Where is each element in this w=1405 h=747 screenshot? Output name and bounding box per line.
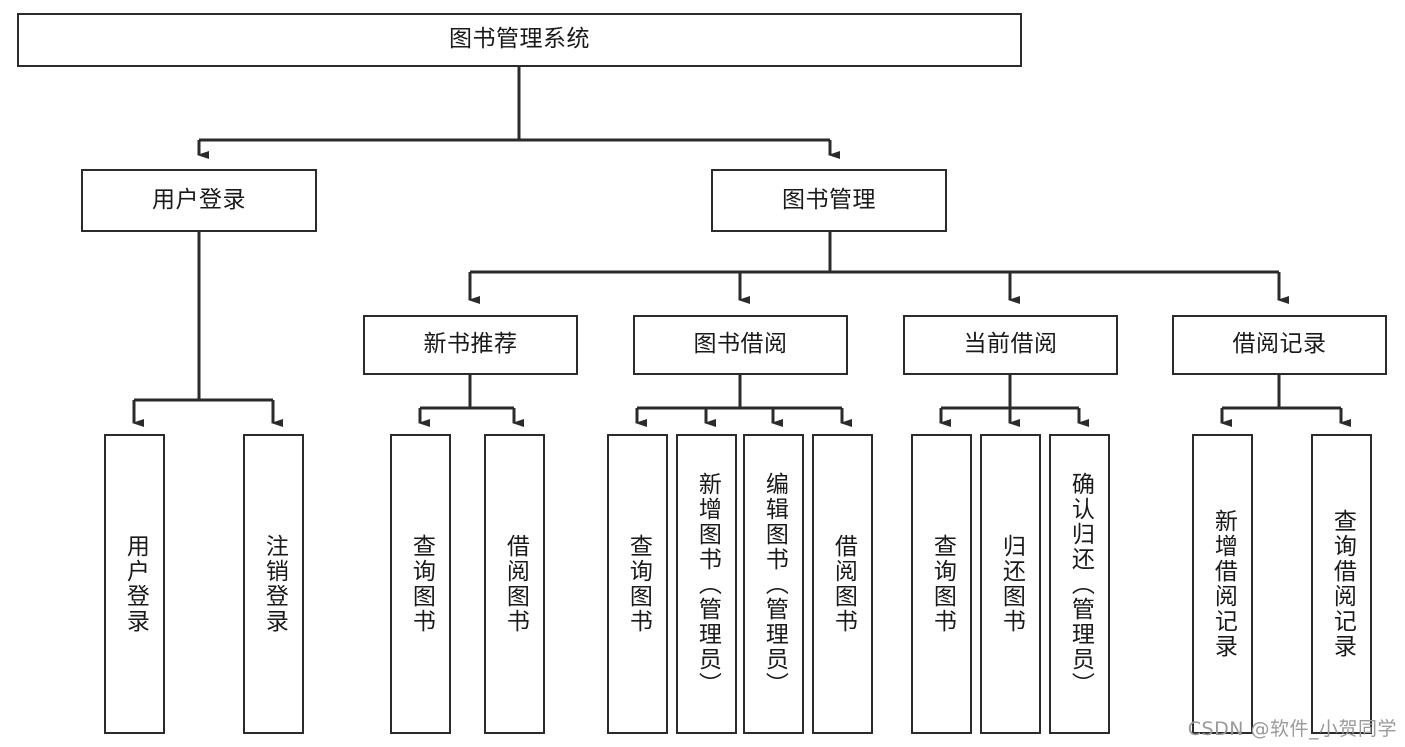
node-label: 查询图书 (625, 534, 652, 634)
node-label: 注销登录 (261, 534, 288, 634)
node-leaf-add-book-admin[interactable]: 新增图书（管理员） (676, 434, 737, 734)
node-leaf-logout[interactable]: 注销登录 (243, 434, 304, 734)
node-leaf-query-book-current[interactable]: 查询图书 (911, 434, 972, 734)
node-label: 新增图书（管理员） (694, 471, 721, 697)
node-label: 新增借阅记录 (1210, 509, 1237, 659)
node-root-system[interactable]: 图书管理系统 (17, 13, 1022, 67)
node-leaf-query-book-recommend[interactable]: 查询图书 (390, 434, 451, 734)
node-leaf-user-login[interactable]: 用户登录 (104, 434, 165, 734)
node-leaf-query-book-borrow[interactable]: 查询图书 (607, 434, 668, 734)
node-label: 查询图书 (929, 534, 956, 634)
node-label: 借阅图书 (502, 534, 529, 634)
node-label: 查询借阅记录 (1329, 509, 1356, 659)
node-leaf-query-borrow-record[interactable]: 查询借阅记录 (1311, 434, 1372, 734)
node-leaf-add-borrow-record[interactable]: 新增借阅记录 (1192, 434, 1253, 734)
node-book-borrow[interactable]: 图书借阅 (633, 315, 848, 375)
node-leaf-edit-book-admin[interactable]: 编辑图书（管理员） (743, 434, 804, 734)
node-leaf-borrow-book-recommend[interactable]: 借阅图书 (484, 434, 545, 734)
node-label: 查询图书 (408, 534, 435, 634)
node-borrow-record[interactable]: 借阅记录 (1172, 315, 1387, 375)
node-label: 图书管理系统 (449, 26, 590, 53)
node-label: 新书推荐 (423, 331, 518, 358)
node-leaf-borrow-book[interactable]: 借阅图书 (812, 434, 873, 734)
node-label: 编辑图书（管理员） (761, 471, 788, 697)
node-label: 图书借阅 (693, 331, 788, 358)
node-label: 用户登录 (152, 186, 246, 213)
node-label: 借阅图书 (830, 534, 857, 634)
node-leaf-return-book[interactable]: 归还图书 (980, 434, 1041, 734)
node-leaf-confirm-return-admin[interactable]: 确认归还（管理员） (1049, 434, 1110, 734)
node-new-book-recommend[interactable]: 新书推荐 (363, 315, 578, 375)
node-label: 确认归还（管理员） (1067, 471, 1094, 697)
node-label: 当前借阅 (963, 331, 1058, 358)
node-current-borrow[interactable]: 当前借阅 (903, 315, 1118, 375)
watermark: CSDN @软件_小贺同学 (1187, 718, 1397, 740)
node-label: 归还图书 (998, 534, 1025, 634)
node-label: 图书管理 (782, 186, 876, 213)
node-book-management[interactable]: 图书管理 (711, 169, 947, 232)
node-label: 借阅记录 (1232, 331, 1327, 358)
node-user-login[interactable]: 用户登录 (81, 169, 317, 232)
node-label: 用户登录 (122, 534, 149, 634)
